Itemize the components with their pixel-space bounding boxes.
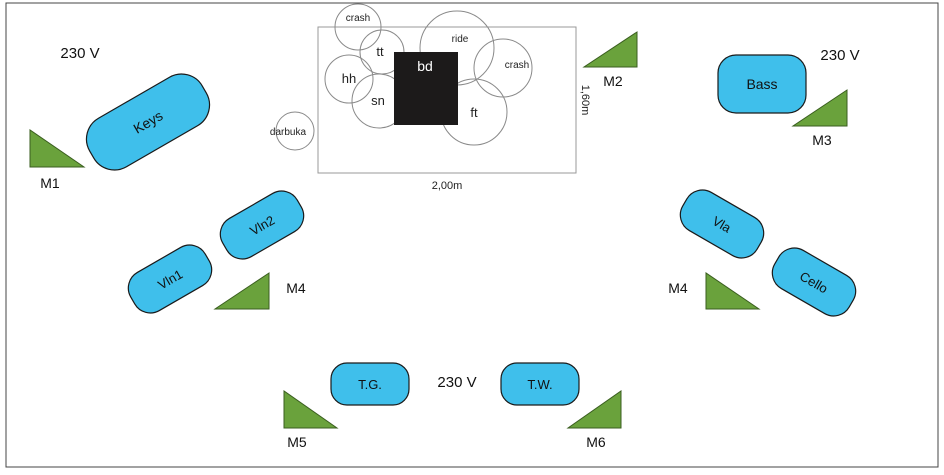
monitor-m3 [791, 89, 848, 127]
viola-shape [679, 189, 765, 259]
monitor-m2 [582, 31, 638, 68]
monitor-m4-left-label: M4 [286, 280, 306, 296]
monitor-m4-left [213, 272, 270, 310]
tw-label: T.W. [527, 377, 552, 392]
keys-shape [85, 73, 211, 171]
monitor-m5 [283, 390, 339, 429]
monitor-m6 [566, 390, 622, 429]
ride-label: ride [452, 34, 469, 45]
bass-drum-label: bd [417, 58, 433, 74]
bass-instrument: Bass [717, 54, 807, 114]
hihat-cymbal [324, 54, 374, 104]
monitor-m1-label: M1 [40, 175, 60, 191]
monitor-m5-label: M5 [287, 434, 307, 450]
tw-shape [500, 362, 580, 406]
power-label-center: 230 V [437, 374, 476, 391]
bass-drum [394, 52, 458, 125]
viola-instrument: Vla [679, 189, 765, 259]
hihat-label: hh [342, 71, 356, 86]
keys-instrument: Keys [85, 73, 211, 171]
violin2-instrument: Vln2 [219, 190, 305, 260]
violin1-instrument: Vln1 [127, 244, 213, 314]
darbuka-label: darbuka [270, 127, 307, 138]
tw-instrument: T.W. [500, 362, 580, 406]
drum-riser-outline [317, 26, 577, 174]
monitor-m1 [29, 129, 86, 168]
riser-width-label: 2,00m [432, 180, 463, 192]
stage-border [5, 2, 939, 468]
monitor-m4-right-label: M4 [668, 280, 688, 296]
power-label-left: 230 V [60, 45, 99, 62]
monitor-m2-label: M2 [603, 73, 623, 89]
monitor-m3-label: M3 [812, 132, 832, 148]
snare-label: sn [371, 93, 385, 108]
tg-label: T.G. [358, 377, 382, 392]
bass-shape [717, 54, 807, 114]
floor-tom-label: ft [470, 105, 478, 120]
bass-label: Bass [746, 76, 777, 92]
tom-label: tt [376, 44, 384, 59]
drum-riser: crash tt ride crash hh sn ft bd 2,00m 1,… [317, 3, 591, 192]
monitor-m6-label: M6 [586, 434, 606, 450]
cello-instrument: Cello [771, 247, 857, 317]
crash-left-cymbal [334, 3, 382, 51]
cello-shape [771, 247, 857, 317]
power-label-right: 230 V [820, 47, 859, 64]
darbuka-drum [275, 111, 315, 151]
tg-shape [330, 362, 410, 406]
crash-right-label: crash [505, 60, 529, 71]
riser-depth-label: 1,60m [579, 85, 591, 116]
crash-left-label: crash [346, 13, 370, 24]
violin2-shape [219, 190, 305, 260]
monitor-m4-right [705, 272, 761, 310]
violin1-shape [127, 244, 213, 314]
tg-instrument: T.G. [330, 362, 410, 406]
